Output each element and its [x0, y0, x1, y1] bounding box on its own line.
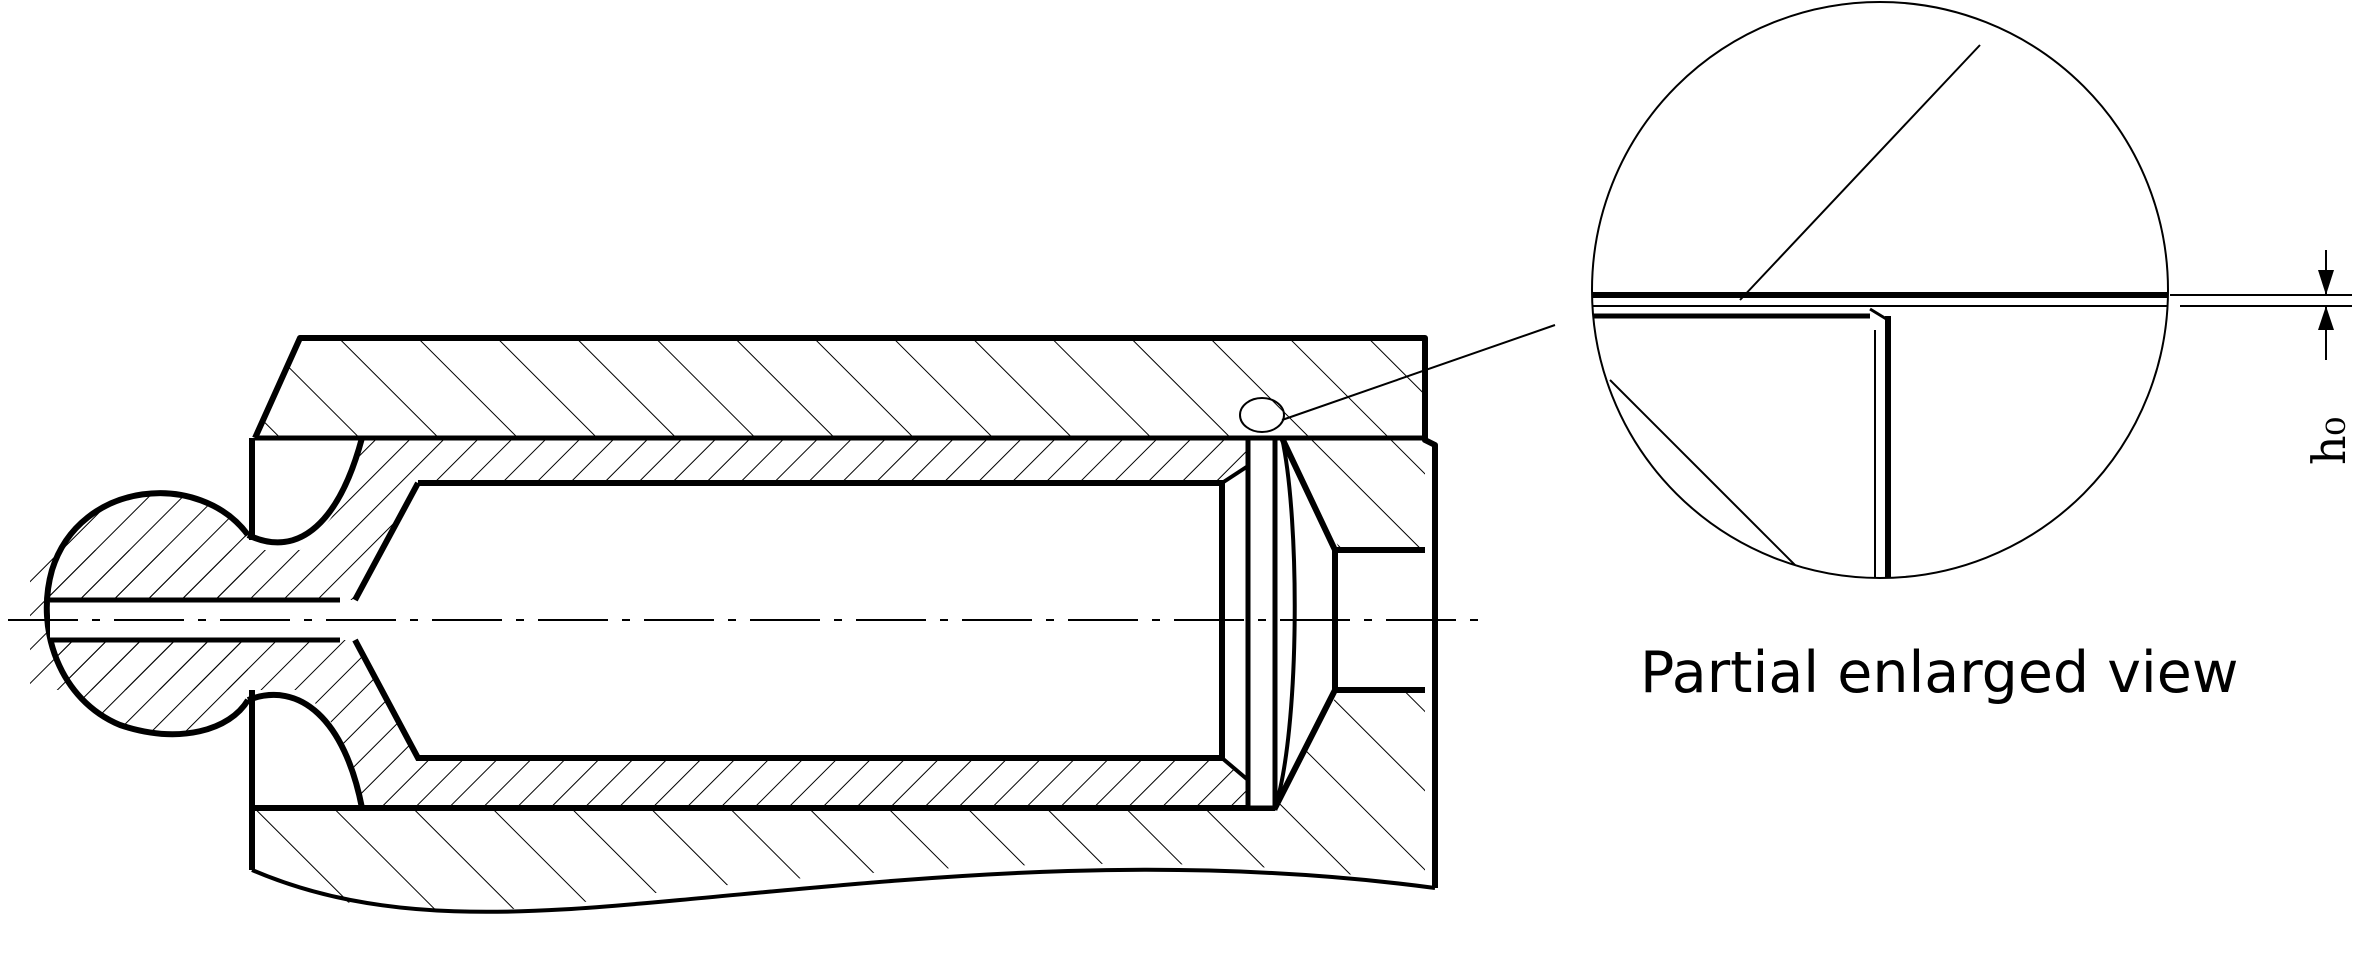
- enlarged-hatch-upper: [1739, 44, 1981, 301]
- sleeve-end-strip: [1245, 435, 1278, 811]
- enlarged-view-boundary: [1591, 1, 2169, 579]
- cone-face-curve: [1273, 437, 1297, 809]
- housing-bottom-wall: [252, 660, 1425, 912]
- detail-marker-circle: [1239, 397, 1285, 433]
- dimension-label: h₀: [2302, 417, 2356, 465]
- sleeve-upper-neck: [246, 437, 365, 546]
- sleeve-end-bevel-bottom: [1220, 756, 1250, 782]
- cavity-outline-upper-cone: [352, 481, 421, 602]
- sleeve-lower-neck: [246, 692, 365, 809]
- inner-sleeve: [30, 435, 1278, 811]
- dim-arrow-down: [2318, 270, 2334, 295]
- gap-dimension: h₀: [2170, 250, 2356, 465]
- detail-leader-line: [1281, 324, 1556, 421]
- outlet-bore: [1272, 436, 1425, 810]
- dim-arrow-up: [2318, 306, 2334, 330]
- housing-right-body: [1286, 438, 1425, 550]
- partial-enlarged-view: [1591, 1, 2169, 579]
- housing-top-wall: [258, 338, 1425, 438]
- housing-right-step: [1422, 338, 1438, 888]
- enlarged-view-caption: Partial enlarged view: [1640, 640, 2239, 706]
- housing-break-line: [251, 867, 1436, 914]
- enlarged-hatch-lower: [1609, 379, 1821, 578]
- sleeve-cavity: [330, 466, 1248, 780]
- enlarged-bevel: [1869, 307, 1889, 322]
- sleeve-end-bevel-top: [1220, 464, 1250, 485]
